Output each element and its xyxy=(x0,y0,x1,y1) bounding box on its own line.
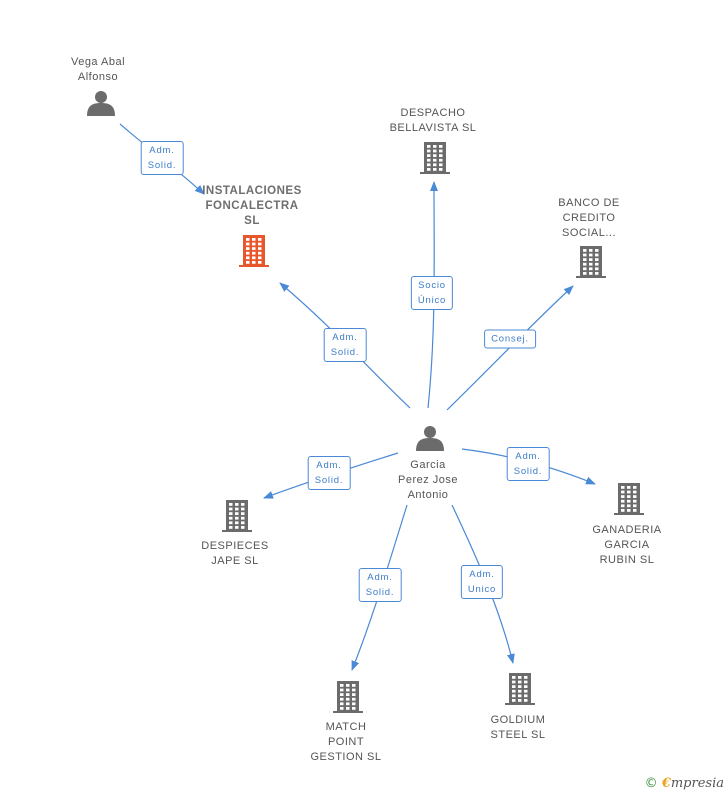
node-label-line: JAPE SL xyxy=(211,555,259,567)
edge-label-garcia-to-match[interactable]: Adm. Solid. xyxy=(358,568,402,602)
node-label-line: GANADERIA xyxy=(592,524,662,536)
edge-label-line: Unico xyxy=(467,584,497,595)
edge-label-line: Solid. xyxy=(365,587,395,598)
node-label-despieces[interactable]: DESPIECES JAPE SL xyxy=(201,539,268,569)
edge-label-line: Solid. xyxy=(330,347,360,358)
edge-label-line: Adm. xyxy=(515,451,541,462)
node-label-line: Vega Abal xyxy=(70,56,126,68)
node-label-line: CREDITO xyxy=(562,212,616,224)
edge-label-line: Consej. xyxy=(491,333,529,345)
node-label-line: INSTALACIONES xyxy=(202,185,302,197)
edge-label-garcia-to-banco[interactable]: Consej. xyxy=(484,329,536,349)
building-icon-despieces[interactable] xyxy=(222,500,252,532)
edge-label-line: Socio xyxy=(418,280,446,291)
node-label-line: GESTION SL xyxy=(310,751,382,763)
node-label-line: Alfonso xyxy=(77,71,119,83)
brand-name: mpresia xyxy=(670,776,724,791)
node-label-line: DESPACHO xyxy=(400,107,466,119)
node-label-line: STEEL SL xyxy=(490,729,546,741)
building-icon-banco[interactable] xyxy=(576,246,606,278)
empresia-watermark: © €mpresia xyxy=(645,776,724,791)
edge-label-line: Adm. xyxy=(149,145,175,156)
node-label-line: FONCALECTRA xyxy=(205,200,299,212)
edge-label-garcia-to-goldium[interactable]: Adm. Unico xyxy=(460,565,504,599)
person-icon-vega[interactable] xyxy=(87,91,115,116)
copyright-icon: © xyxy=(644,776,658,791)
node-label-line: Garcia xyxy=(410,459,446,471)
node-label-banco[interactable]: BANCO DE CREDITO SOCIAL... xyxy=(558,196,619,241)
node-label-line: GOLDIUM xyxy=(490,714,546,726)
edge-label-garcia-to-instalaciones[interactable]: Adm. Solid. xyxy=(323,328,367,362)
building-icon-match[interactable] xyxy=(333,681,363,713)
building-icon-goldium[interactable] xyxy=(505,673,535,705)
edge-label-vega-to-instalaciones[interactable]: Adm. Solid. xyxy=(140,141,184,175)
node-label-line: MATCH xyxy=(325,721,367,733)
edge-label-line: Adm. xyxy=(316,460,342,471)
node-label-line: DESPIECES xyxy=(201,540,269,552)
node-label-line: BANCO DE xyxy=(558,197,620,209)
node-label-line: RUBIN SL xyxy=(599,554,655,566)
node-label-line: BELLAVISTA SL xyxy=(389,122,477,134)
node-label-line: Antonio xyxy=(407,489,449,501)
node-label-despacho[interactable]: DESPACHO BELLAVISTA SL xyxy=(390,106,477,136)
node-label-line: POINT xyxy=(327,736,365,748)
edge-label-line: Solid. xyxy=(314,475,344,486)
edge-label-line: Adm. xyxy=(469,569,495,580)
node-label-ganaderia[interactable]: GANADERIA GARCIA RUBIN SL xyxy=(592,523,661,568)
brand-initial: € xyxy=(661,776,671,791)
person-icon-garcia[interactable] xyxy=(416,426,444,451)
node-label-match[interactable]: MATCH POINT GESTION SL xyxy=(310,720,381,765)
edge-label-line: Solid. xyxy=(513,466,543,477)
edge-label-garcia-to-despieces[interactable]: Adm. Solid. xyxy=(307,456,351,490)
node-label-line: Perez Jose xyxy=(397,474,459,486)
building-icon-despacho[interactable] xyxy=(420,142,450,174)
node-label-line: SOCIAL... xyxy=(561,227,617,239)
node-label-goldium[interactable]: GOLDIUM STEEL SL xyxy=(491,713,546,743)
edge-label-line: Solid. xyxy=(147,160,177,171)
building-icon-ganaderia[interactable] xyxy=(614,483,644,515)
node-label-line: GARCIA xyxy=(604,539,650,551)
node-label-instalaciones[interactable]: INSTALACIONES FONCALECTRA SL xyxy=(202,184,302,229)
edge-label-line: Único xyxy=(417,295,447,306)
edge-label-line: Adm. xyxy=(332,332,358,343)
node-label-line: SL xyxy=(244,215,260,227)
edge-label-garcia-to-ganaderia[interactable]: Adm. Solid. xyxy=(506,447,550,481)
building-icon-instalaciones[interactable] xyxy=(239,235,269,267)
edge-label-line: Adm. xyxy=(367,572,393,583)
